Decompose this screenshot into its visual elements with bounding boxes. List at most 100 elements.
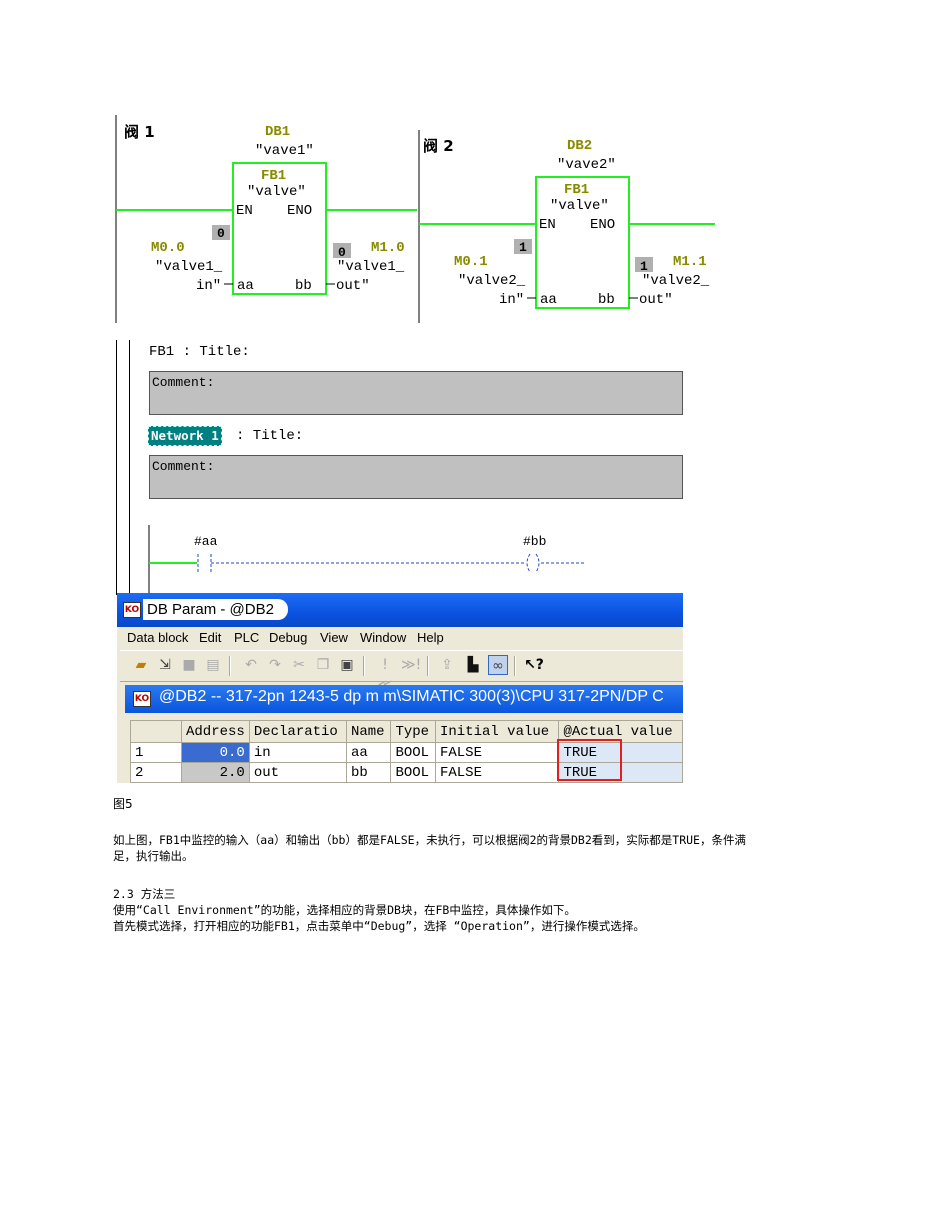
network-title[interactable]: : Title:: [236, 428, 304, 444]
monitor-icon[interactable]: ▙: [467, 657, 479, 673]
copy-icon[interactable]: ❐: [316, 657, 330, 673]
net1-fb: FB1: [261, 168, 286, 184]
row-number: 2: [130, 762, 182, 783]
net2-out-pin: bb: [598, 292, 615, 308]
net2-out-value: 1: [640, 259, 648, 274]
net1-db: DB1: [265, 124, 290, 140]
cell-name[interactable]: aa: [345, 742, 392, 763]
menu-help[interactable]: Help: [417, 630, 444, 645]
window-titlebar[interactable]: KO DB Param - @DB2: [117, 593, 683, 627]
net1-out-sym1: "valve1_: [337, 259, 405, 275]
net1-in-sym2: in": [196, 278, 221, 294]
menu-view[interactable]: View: [320, 630, 348, 645]
net2-en: EN: [539, 217, 556, 233]
network-comment-label: Comment:: [152, 459, 215, 474]
paragraph-1-line-2: 足，执行输出。: [113, 849, 194, 863]
cell-declaration[interactable]: in: [248, 742, 347, 763]
net2-in-addr: M0.1: [454, 254, 488, 270]
net1-eno: ENO: [287, 203, 312, 219]
col-address[interactable]: Address: [181, 720, 250, 743]
net2-out-sym1: "valve2_: [642, 273, 710, 289]
col-initial-value[interactable]: Initial value: [434, 720, 560, 743]
help-icon[interactable]: ↖?: [524, 657, 544, 673]
cut-icon[interactable]: ✂: [293, 657, 305, 673]
cell-initial-value[interactable]: FALSE: [434, 762, 560, 783]
menu-debug[interactable]: Debug: [269, 630, 308, 645]
glasses-icon[interactable]: ∞: [488, 655, 508, 675]
net2-out-sym2: out": [639, 292, 673, 308]
section-heading: 2.3 方法三: [113, 887, 176, 901]
menu-edit[interactable]: Edit: [199, 630, 222, 645]
upload-icon[interactable]: ⇪: [441, 657, 453, 673]
block-comment-box[interactable]: Comment:: [149, 371, 683, 415]
net1-in-addr: M0.0: [151, 240, 185, 256]
save-icon[interactable]: ■: [182, 657, 196, 673]
window-title: DB Param - @DB2: [143, 599, 288, 620]
child-window-titlebar[interactable]: KO @DB2 -- 317-2pn 1243-5 dp m m\SIMATIC…: [125, 685, 683, 713]
net2-db-name: "vave2": [557, 157, 616, 173]
net2-eno: ENO: [590, 217, 615, 233]
col-rownum[interactable]: [130, 720, 182, 743]
net1-out-value: 0: [338, 245, 346, 260]
cell-name[interactable]: bb: [345, 762, 392, 783]
network-comment-box[interactable]: Comment:: [149, 455, 683, 499]
open-icon[interactable]: ▰: [135, 657, 147, 673]
block-comment-label: Comment:: [152, 375, 215, 390]
cell-address[interactable]: 2.0: [181, 762, 250, 783]
undo-icon[interactable]: ↶: [245, 657, 257, 673]
net2-in-sym1: "valve2_: [458, 273, 526, 289]
coil-bb-label: #bb: [523, 534, 546, 549]
net1-in-pin: aa: [237, 278, 254, 294]
download-icon[interactable]: ⇲: [159, 657, 171, 673]
print-icon[interactable]: ▤: [206, 657, 220, 673]
row-number: 1: [130, 742, 182, 763]
child-window-title: @DB2 -- 317-2pn 1243-5 dp m m\SIMATIC 30…: [159, 688, 664, 705]
paragraph-3: 首先模式选择，打开相应的功能FB1，点击菜单中“Debug”，选择 “Opera…: [113, 919, 645, 933]
coil-left: [526, 553, 531, 573]
net1-fb-name: "valve": [247, 184, 306, 200]
net2-out-status: [635, 257, 653, 272]
cell-type[interactable]: BOOL: [390, 742, 436, 763]
block-title[interactable]: FB1 : Title:: [149, 344, 250, 360]
menu-plc[interactable]: PLC: [234, 630, 260, 645]
cell-initial-value[interactable]: FALSE: [434, 742, 560, 763]
network-2: 阀 2 DB2 "vave2" FB1 "valve" EN ENO 1 1 M…: [419, 137, 715, 309]
paragraph-1-line-1: 如上图，FB1中监控的输入（aa）和输出（bb）都是FALSE，未执行，可以根据…: [113, 833, 746, 847]
paste-icon[interactable]: ▣: [340, 657, 354, 673]
prev-icon[interactable]: !≪: [378, 657, 393, 693]
next-icon[interactable]: ≫!: [401, 657, 422, 673]
net2-fb-box[interactable]: [535, 176, 630, 309]
ladder-diagram: 阀 1 DB1 "vave1" FB1 "valve" EN ENO 0 0 M…: [115, 115, 715, 323]
cell-address[interactable]: 0.0: [181, 742, 250, 763]
db-table: Address Declaratio Name Type Initial val…: [130, 720, 683, 783]
contact-aa-label: #aa: [194, 534, 218, 549]
net1-in-status: [212, 225, 230, 240]
network-label[interactable]: Network 1: [148, 426, 222, 446]
net1-out-pin: bb: [295, 278, 312, 294]
net2-fb: FB1: [564, 182, 589, 198]
toolbar: ▰ ⇲ ■ ▤ ↶ ↷ ✂ ❐ ▣ !≪ ≫! ⇪ ▙ ∞ ↖?: [120, 650, 683, 693]
figure-caption: 图5: [113, 797, 133, 811]
net2-db: DB2: [567, 138, 592, 154]
col-declaration[interactable]: Declaratio: [248, 720, 347, 743]
net2-out-addr: M1.1: [673, 254, 707, 270]
menu-window[interactable]: Window: [360, 630, 407, 645]
net2-title: 阀 2: [423, 137, 454, 155]
col-type[interactable]: Type: [390, 720, 436, 743]
network-1: 阀 1 DB1 "vave1" FB1 "valve" EN ENO 0 0 M…: [116, 123, 417, 295]
net2-in-sym2: in": [499, 292, 524, 308]
fb1-editor: FB1 : Title: Comment: Network 1 : Title:…: [113, 340, 683, 595]
redo-icon[interactable]: ↷: [269, 657, 281, 673]
net1-out-sym2: out": [336, 278, 370, 294]
menu-data-block[interactable]: Data block: [127, 630, 189, 645]
menu-bar: Data block Edit PLC Debug View Window He…: [117, 627, 683, 649]
col-actual-value[interactable]: @Actual value: [558, 720, 683, 743]
cell-type[interactable]: BOOL: [390, 762, 436, 783]
col-name[interactable]: Name: [345, 720, 392, 743]
net1-in-value: 0: [217, 226, 225, 241]
net1-fb-box[interactable]: [232, 162, 327, 295]
net2-in-status: [514, 239, 532, 254]
paragraph-2: 使用“Call Environment”的功能，选择相应的背景DB块，在FB中监…: [113, 903, 576, 917]
net1-en: EN: [236, 203, 253, 219]
cell-declaration[interactable]: out: [248, 762, 347, 783]
